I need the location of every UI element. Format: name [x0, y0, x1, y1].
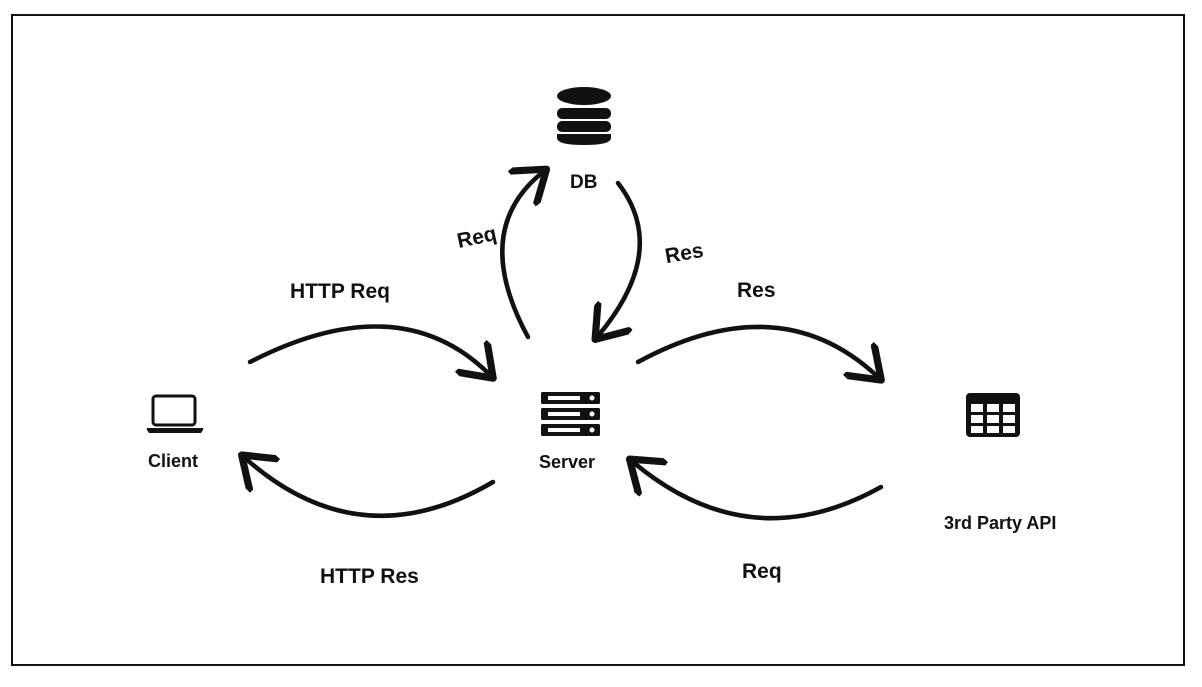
edge-label-client-to-server: HTTP Req	[290, 280, 390, 303]
node-label-client: Client	[148, 451, 199, 471]
arrow-api-to-server	[633, 462, 884, 521]
node-label-api: 3rd Party API	[944, 513, 1057, 533]
edge-label-api-to-server: Req	[742, 560, 782, 583]
server-rack-icon	[541, 392, 600, 436]
edge-label-server-to-client: HTTP Res	[320, 565, 419, 588]
table-grid-icon	[966, 393, 1020, 437]
arrow-client-to-server	[247, 324, 490, 375]
edge-label-server-to-api: Res	[737, 279, 776, 302]
arrow-server-to-db	[500, 172, 543, 340]
laptop-icon	[146, 394, 204, 433]
node-label-db: DB	[570, 172, 598, 193]
node-label-server: Server	[539, 452, 596, 472]
database-icon	[557, 87, 611, 145]
arrow-server-to-api	[635, 324, 878, 377]
arrow-db-to-server	[598, 180, 643, 336]
arrow-server-to-client	[245, 458, 496, 518]
